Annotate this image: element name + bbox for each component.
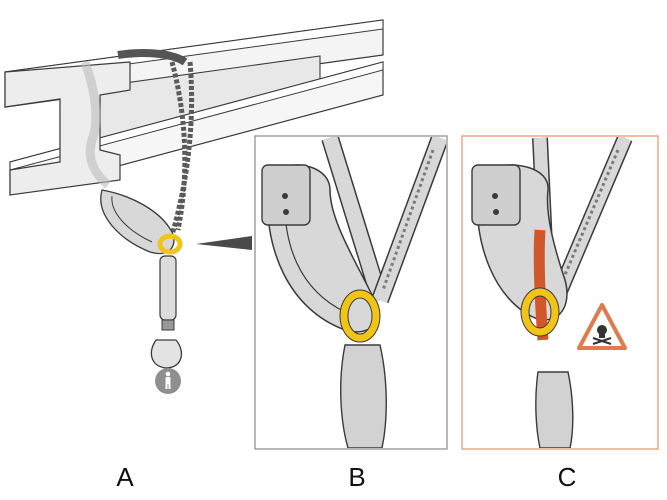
rivet-b-1 (282, 193, 288, 199)
pointer-to-b (196, 236, 252, 250)
strap-top (117, 49, 188, 66)
leg-b-stitching (381, 149, 435, 291)
strap-in-gate (533, 229, 549, 341)
beam-bottom-face (9, 61, 384, 171)
beam-connector (100, 189, 175, 255)
leg-c-stitching (554, 149, 620, 297)
lower-connector (150, 339, 183, 369)
absorber-end (161, 319, 175, 331)
panel-c (461, 135, 659, 450)
rivet-c-2 (493, 209, 499, 215)
rivet-b-2 (283, 209, 289, 215)
panel-b (254, 135, 448, 450)
leg-b-left (322, 137, 388, 303)
lanyard-leg-1 (169, 61, 188, 231)
ring-b (340, 290, 380, 342)
beam-connector-gate (111, 195, 153, 243)
energy-absorber (159, 255, 177, 321)
person-icon (165, 371, 171, 389)
panel-c-label: C (557, 462, 577, 492)
leg-b-right (372, 137, 446, 303)
lanyard-leg-2 (169, 61, 195, 236)
skull-warning-icon (577, 303, 627, 350)
panel-b-label: B (348, 462, 366, 492)
beam-end-profile (4, 61, 131, 196)
rivet-c-1 (492, 193, 498, 199)
ring-a (157, 233, 183, 255)
panel-a-illustration (4, 19, 384, 394)
absorber-b (340, 344, 387, 448)
absorber-c (535, 371, 574, 448)
ring-c (521, 288, 559, 336)
panel-a-label: A (116, 462, 134, 492)
strap-around-beam (80, 60, 111, 189)
